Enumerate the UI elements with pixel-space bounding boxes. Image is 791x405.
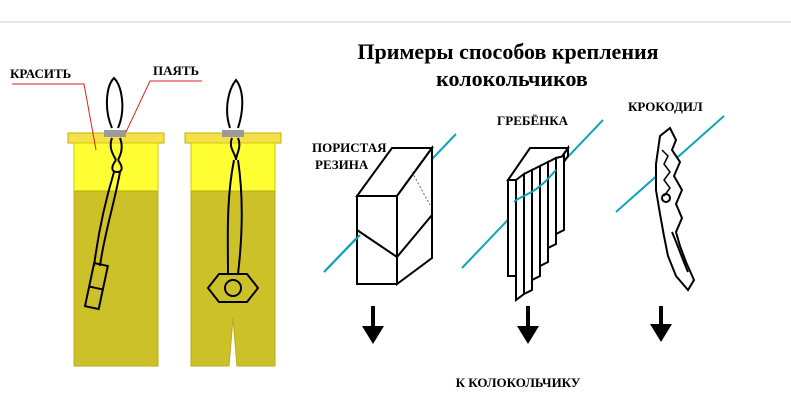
porous-wire-front: [323, 234, 361, 273]
solder-callout-line: [125, 80, 202, 133]
hex-nut: [206, 273, 260, 303]
left-wire-knot: [111, 159, 123, 174]
block-slit: [356, 214, 433, 259]
right-wire-strand: [226, 159, 243, 275]
label-solder: ПАЯТЬ: [153, 63, 199, 78]
porous-rubber-block: ПОРИСТАЯ РЕЗИНА: [312, 133, 457, 286]
diagram-title-line1: Примеры способов крепления: [357, 39, 658, 64]
paint-callout-line: [12, 83, 97, 151]
left-tube-top: [73, 142, 159, 192]
arrow-down-2: [517, 306, 539, 344]
clip-spring: [671, 231, 689, 273]
left-wire-loop: [106, 76, 124, 129]
right-solder-band: [222, 130, 244, 137]
arrow-down-1: [362, 306, 384, 344]
right-tube: [184, 78, 282, 367]
diagram-title-line2: колокольчиков: [436, 66, 588, 91]
clip-teeth: [661, 149, 671, 197]
left-weight: [83, 261, 110, 311]
crocodile-clip: КРОКОДИЛ: [615, 99, 725, 292]
block-front-face: [356, 195, 398, 285]
hex-nut-hole: [224, 279, 242, 297]
left-solder-band: [104, 130, 126, 137]
left-tube: [67, 76, 165, 367]
right-wire-neck: [229, 137, 241, 161]
label-porous-rubber-1: ПОРИСТАЯ: [312, 140, 387, 155]
left-tube-body: [73, 190, 159, 367]
label-paint: КРАСИТЬ: [10, 66, 71, 81]
comb-holder: ГРЕБЁНКА: [461, 113, 604, 302]
left-wire-strand: [93, 171, 121, 267]
clip-body: [655, 126, 696, 292]
right-wire-loop: [226, 78, 244, 129]
comb-teeth: [507, 154, 565, 302]
label-clip: КРОКОДИЛ: [628, 99, 703, 114]
left-wire-neck: [109, 137, 123, 161]
label-comb: ГРЕБЁНКА: [497, 113, 569, 128]
clip-pivot: [661, 193, 671, 203]
comb-wire-weave: [513, 169, 557, 203]
arrow-down-3: [650, 306, 672, 342]
right-tube-body: [190, 190, 276, 367]
label-porous-rubber-2: РЕЗИНА: [315, 157, 369, 172]
label-to-bell: К КОЛОКОЛЬЧИКУ: [456, 375, 581, 390]
